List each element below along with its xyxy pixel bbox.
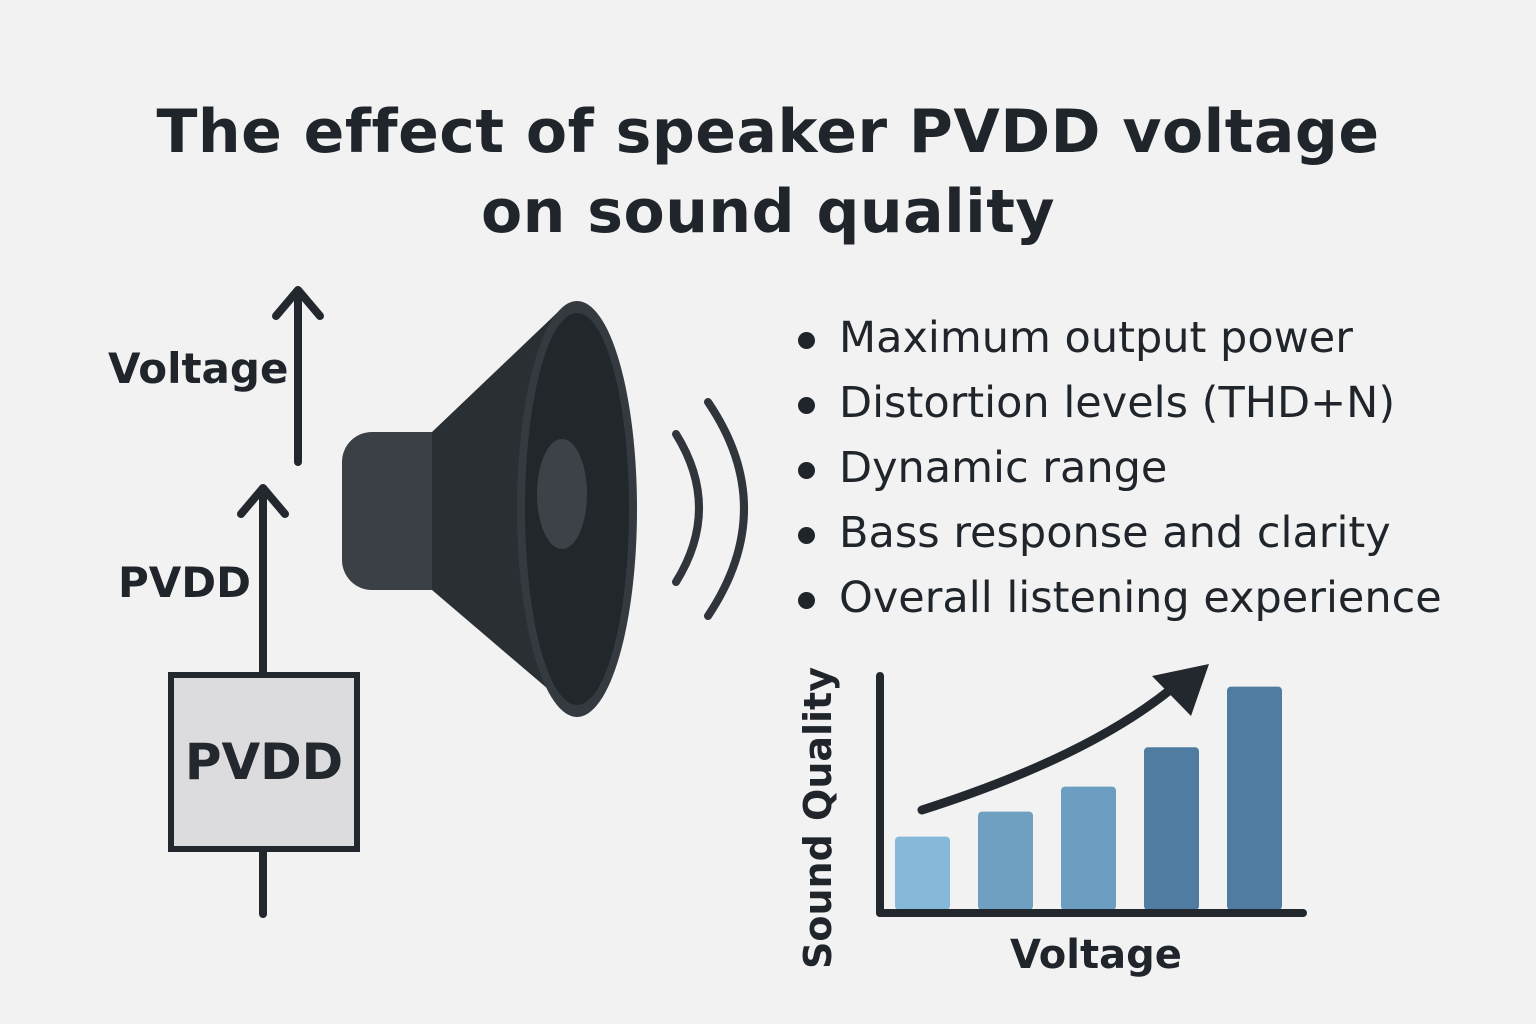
bullet-dot-icon <box>798 462 815 479</box>
title-line-2: on sound quality <box>480 177 1056 247</box>
bullet-dot-icon <box>798 527 815 544</box>
sound-waves-icon <box>672 398 748 620</box>
chart-y-label: Sound Quality <box>796 667 840 969</box>
effects-list-item: Dynamic range <box>790 436 1442 501</box>
effects-list-item: Overall listening experience <box>790 566 1442 631</box>
chart-bar <box>1144 747 1199 910</box>
effects-list-item-text: Dynamic range <box>839 443 1168 493</box>
effects-list-item-text: Maximum output power <box>839 313 1353 363</box>
pvdd-arrow-label: PVDD <box>118 558 252 607</box>
effects-list-item: Distortion levels (THD+N) <box>790 371 1442 436</box>
title-line-1: The effect of speaker PVDD voltage <box>156 97 1380 167</box>
effects-list-item: Maximum output power <box>790 306 1442 371</box>
effects-list-item: Bass response and clarity <box>790 501 1442 566</box>
voltage-up-arrow-icon <box>272 286 324 466</box>
chart-bar <box>978 811 1033 910</box>
chart-bars <box>895 686 1282 910</box>
chart-bar <box>895 836 950 910</box>
chart-bar <box>1227 686 1282 910</box>
page-title: The effect of speaker PVDD voltage on so… <box>0 92 1536 252</box>
pvdd-up-arrow-icon <box>237 484 289 676</box>
pvdd-box-label: PVDD <box>184 733 344 791</box>
pvdd-box: PVDD <box>168 672 360 852</box>
bullet-dot-icon <box>798 592 815 609</box>
bullet-dot-icon <box>798 397 815 414</box>
effects-list-item-text: Overall listening experience <box>839 573 1442 623</box>
trend-arrow-icon <box>917 664 1209 815</box>
speaker-icon <box>342 301 637 717</box>
chart-x-label: Voltage <box>1010 932 1182 978</box>
voltage-label: Voltage <box>108 344 289 393</box>
chart-bar <box>1061 786 1116 910</box>
effects-list-item-text: Bass response and clarity <box>839 508 1391 558</box>
bullet-dot-icon <box>798 332 815 349</box>
effects-list-item-text: Distortion levels (THD+N) <box>839 378 1396 428</box>
